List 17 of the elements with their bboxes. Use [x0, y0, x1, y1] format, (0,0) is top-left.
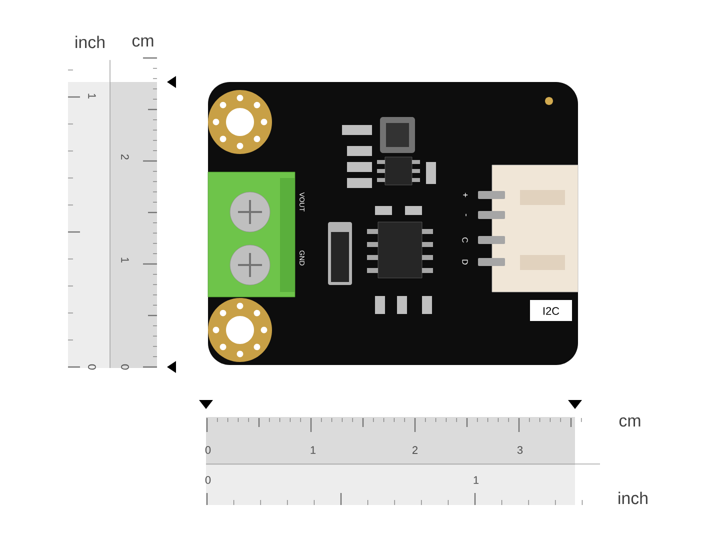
ruler-number: 3 — [517, 446, 523, 454]
ruler-unit-label: inch — [76, 36, 104, 48]
ruler-unit-label: cm — [619, 417, 640, 427]
ruler-number: 1 — [88, 94, 96, 98]
ruler-number: 0 — [88, 364, 96, 370]
ruler-number: 0 — [205, 446, 211, 454]
ruler-number: 1 — [121, 258, 129, 262]
ruler-number: 1 — [310, 446, 316, 454]
ruler-number: 2 — [412, 446, 418, 454]
connector-label: I2C — [544, 307, 560, 315]
ruler-unit-label: inch — [618, 492, 648, 504]
ruler-unit-label: cm — [132, 37, 154, 47]
ruler-number: 0 — [121, 364, 129, 370]
ruler-number: 2 — [121, 154, 129, 160]
ruler-number: 1 — [474, 476, 479, 484]
ruler-number: 0 — [205, 476, 211, 484]
pin-label: + — [463, 192, 468, 198]
